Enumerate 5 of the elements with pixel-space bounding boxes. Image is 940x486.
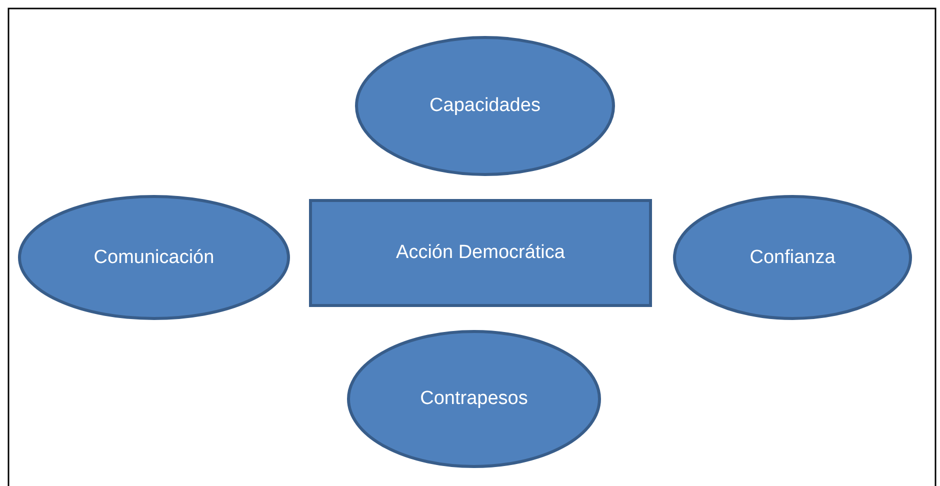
node-label: Contrapesos [420,388,528,410]
node-label: Confianza [750,246,836,268]
node-label: Comunicación [94,246,214,268]
node-label: Acción Democrática [396,242,565,264]
node-label: Capacidades [430,95,540,117]
